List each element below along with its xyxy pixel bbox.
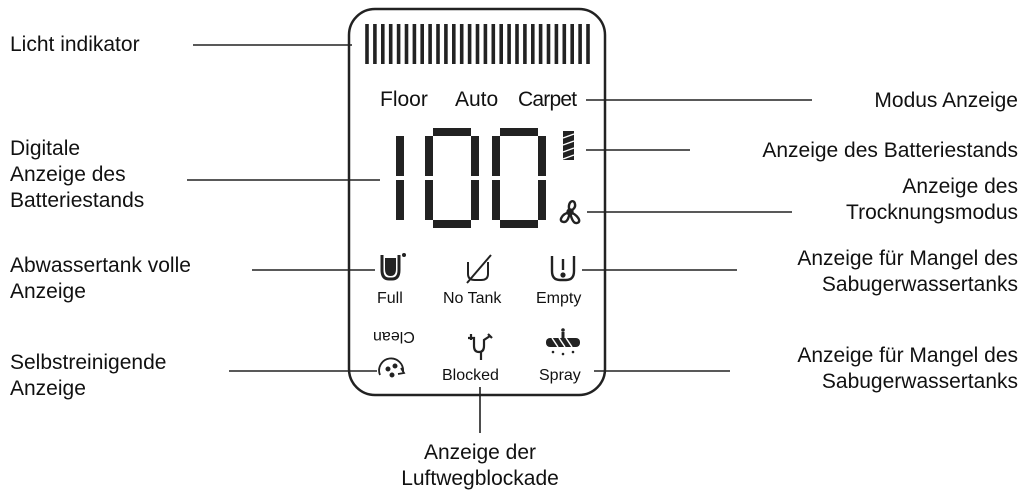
mode-auto: Auto <box>455 88 499 111</box>
light-bar-stripe <box>570 24 574 64</box>
light-bar-stripe <box>475 24 480 64</box>
display-panel <box>347 7 607 397</box>
light-bar-stripe <box>396 24 401 64</box>
digit-segment <box>396 180 404 220</box>
callout-water-shortage-2: Anzeige für Mangel des Sabugerwassertank… <box>797 344 1018 393</box>
digit-segment <box>492 136 500 176</box>
light-bar-stripe <box>444 24 448 64</box>
callout-mode: Modus Anzeige <box>874 89 1018 112</box>
light-bar-stripe <box>404 24 409 64</box>
digit-segment <box>425 180 433 220</box>
digit-segment <box>538 180 546 220</box>
self-clean-icon <box>378 357 406 378</box>
digit-segment <box>500 128 538 136</box>
light-bar-stripe <box>412 24 417 64</box>
label-full: Full <box>377 290 403 307</box>
no-tank-icon <box>466 254 492 284</box>
light-bar-stripe <box>546 24 551 64</box>
light-bar-stripe <box>483 24 488 64</box>
light-bar-stripe <box>562 24 567 64</box>
callout-water-shortage-1: Anzeige für Mangel des Sabugerwassertank… <box>797 247 1018 296</box>
spray-icon <box>546 328 580 356</box>
light-bar-stripe <box>436 24 440 64</box>
digit-segment <box>492 180 500 220</box>
light-bar-stripe <box>428 24 432 64</box>
empty-tank-icon <box>550 256 576 282</box>
light-bar-stripe <box>459 24 464 64</box>
battery-icon <box>562 131 575 160</box>
light-bar-stripe <box>381 24 385 64</box>
label-no-tank: No Tank <box>443 290 502 307</box>
full-tank-icon <box>380 253 406 281</box>
light-bar-stripe <box>554 24 559 64</box>
callout-light-indicator: Licht indikator <box>10 33 140 56</box>
digit-segment <box>425 136 433 176</box>
digit-segment <box>471 136 479 176</box>
light-indicator-bar <box>365 24 590 64</box>
seven-segment-display <box>396 128 546 228</box>
light-bar-stripe <box>499 24 503 64</box>
callout-airway-blockage: Anzeige der Luftwegblockade <box>401 441 559 490</box>
digit-segment <box>396 136 404 176</box>
light-bar-stripe <box>388 24 393 64</box>
light-bar-stripe <box>538 24 543 64</box>
digit-segment <box>471 180 479 220</box>
mode-floor: Floor <box>380 88 428 111</box>
light-bar-stripe <box>586 24 590 64</box>
label-clean-mirrored: Clean <box>373 328 415 345</box>
light-bar-stripe <box>491 24 496 64</box>
digit-segment <box>538 136 546 176</box>
leader-lines <box>187 44 812 433</box>
light-bar-stripe <box>373 24 377 64</box>
light-bar-stripe <box>507 24 511 64</box>
fan-icon <box>559 200 581 225</box>
light-bar-stripe <box>467 24 472 64</box>
light-bar-stripe <box>420 24 424 64</box>
callout-drying-mode: Anzeige des Trocknungsmodus <box>846 175 1018 224</box>
light-bar-stripe <box>452 24 456 64</box>
blocked-duct-icon <box>468 333 493 360</box>
light-bar-stripe <box>365 24 369 64</box>
digit-segment <box>500 220 538 228</box>
digit-segment <box>433 220 471 228</box>
callout-battery-level: Anzeige des Batteriestands <box>762 139 1018 162</box>
callout-digital-battery: Digitale Anzeige des Batteriestands <box>10 137 145 212</box>
mode-carpet: Carpet <box>518 88 577 111</box>
light-bar-stripe <box>578 24 582 64</box>
label-spray: Spray <box>539 367 581 384</box>
light-bar-stripe <box>531 24 535 64</box>
light-bar-stripe <box>515 24 519 64</box>
label-blocked: Blocked <box>442 367 499 384</box>
label-empty: Empty <box>536 290 582 307</box>
callout-wastewater-full: Abwassertank volle Anzeige <box>10 254 191 303</box>
digit-segment <box>433 128 471 136</box>
callout-self-cleaning: Selbstreinigende Anzeige <box>10 351 167 400</box>
light-bar-stripe <box>523 24 527 64</box>
